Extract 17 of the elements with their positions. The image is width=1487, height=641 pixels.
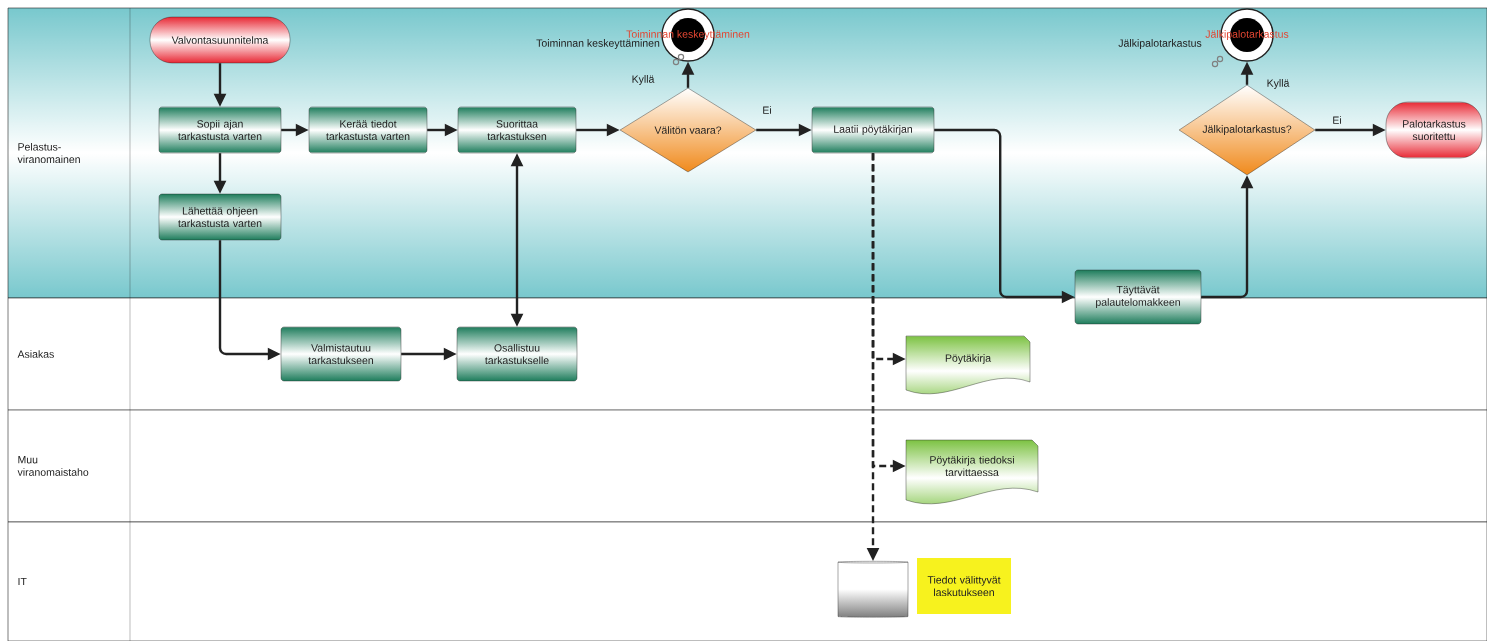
process-box: Täyttävät palautelomakkeen	[1074, 269, 1202, 325]
database-cylinder	[837, 561, 909, 618]
terminal-box: Valvontasuunnitelma	[149, 16, 291, 64]
process-box: Suorittaa tarkastuksen	[457, 106, 577, 154]
process-box: Laatii pöytäkirjan	[811, 106, 935, 154]
event-label: Toiminnan keskeyttäminen	[536, 39, 660, 49]
note-box: Tiedot välittyvät laskutukseen	[917, 558, 1011, 614]
event-label: Jälkipalotarkastus	[1118, 39, 1202, 49]
process-box: Sopii ajan tarkastusta varten	[158, 106, 282, 154]
terminal-box: Palotarkastus suoritettu	[1385, 101, 1483, 159]
process-box: Lähettää ohjeen tarkastusta varten	[158, 193, 282, 241]
process-box: Kerää tiedot tarkastusta varten	[308, 106, 428, 154]
edge-label: Kyllä	[632, 75, 655, 85]
process-box: Valmistautuu tarkastukseen	[280, 326, 402, 382]
edge-label: Ei	[1333, 116, 1341, 124]
edge-label: Ei	[763, 106, 771, 114]
process-box: Osallistuu tarkastukselle	[456, 326, 578, 382]
